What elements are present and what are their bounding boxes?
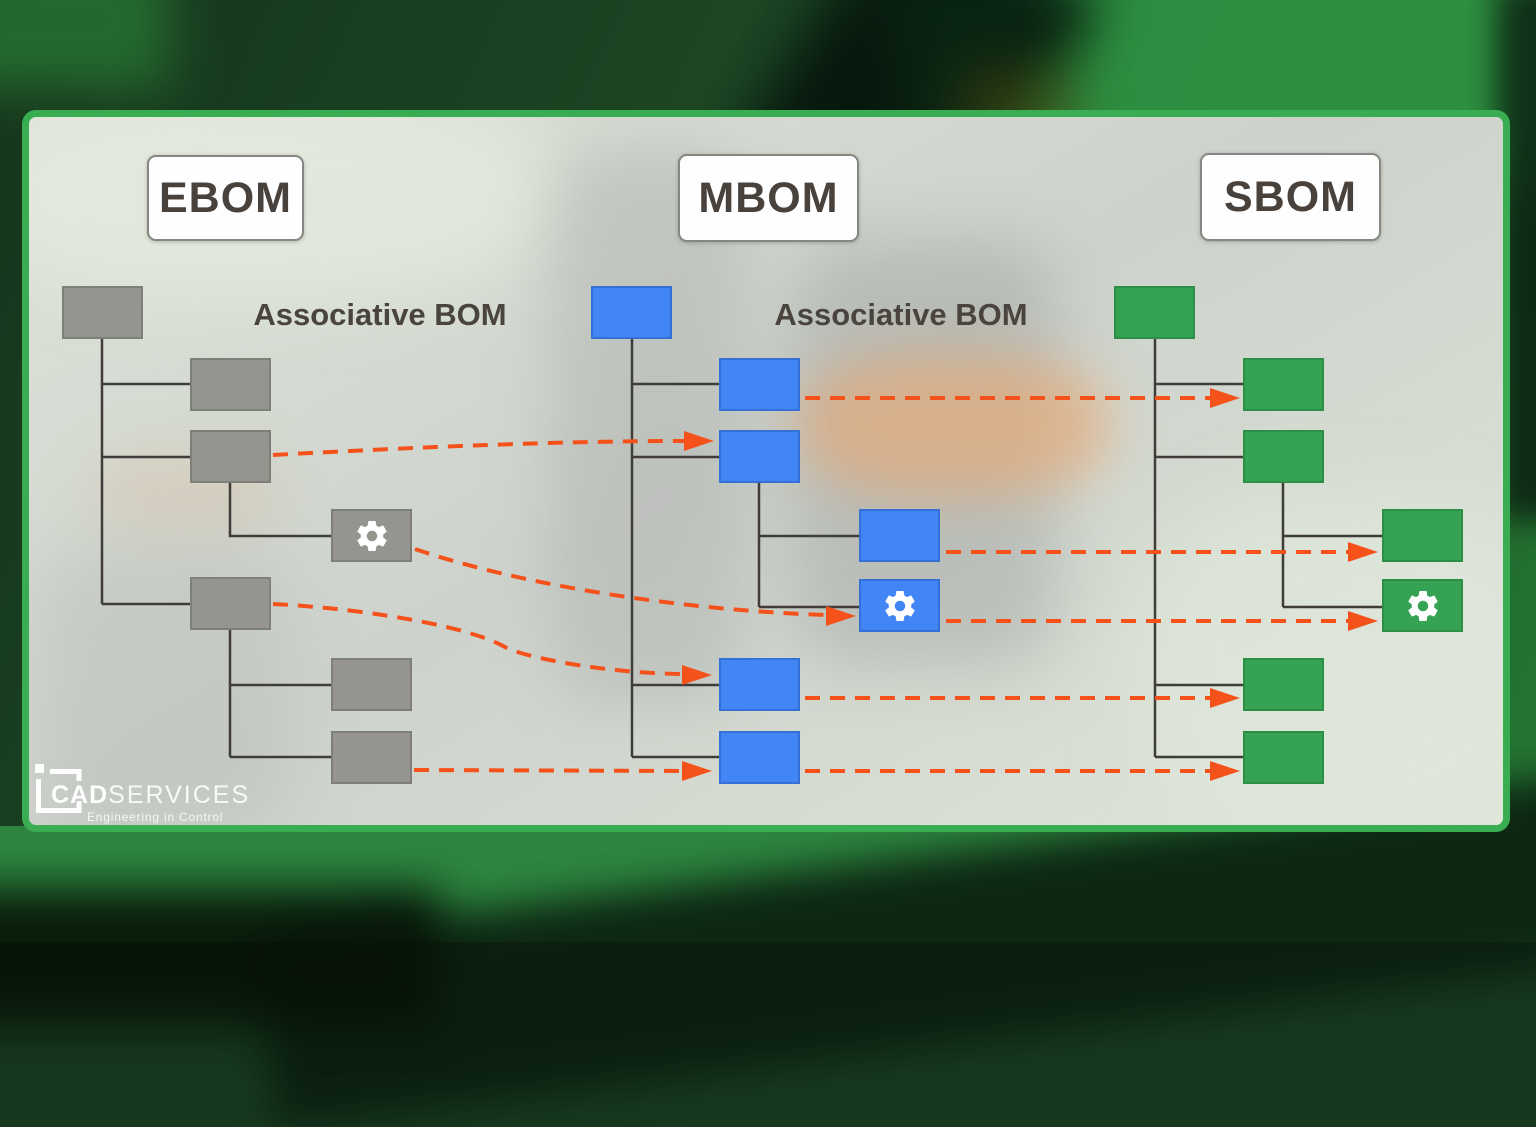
mbom-child-4-node — [719, 731, 800, 784]
mbom-child-3-node — [719, 658, 800, 711]
sbom-child-3-node — [1243, 658, 1324, 711]
ebom-child-3-node — [190, 577, 271, 630]
gear-icon — [356, 520, 387, 551]
mbom-gear-node — [859, 579, 940, 632]
logo-tagline: Engineering in Control — [87, 810, 224, 824]
background-bottom-dark-corner — [0, 888, 440, 1028]
mbom-header: MBOM — [678, 154, 859, 242]
sbom-child-4-node — [1243, 731, 1324, 784]
mbom-child-2-node — [719, 430, 800, 483]
ebom-child-3a-node — [331, 658, 412, 711]
ebom-header: EBOM — [147, 155, 304, 241]
sbom-child-1-node — [1243, 358, 1324, 411]
ebom-child-2-node — [190, 430, 271, 483]
gear-icon — [884, 590, 915, 621]
panel-blur-orange-machine — [799, 355, 1109, 495]
logo-cad-text: CAD — [51, 781, 109, 809]
ebom-child-1-node — [190, 358, 271, 411]
sbom-sub-1-node — [1382, 509, 1463, 562]
associative-bom-label-right: Associative BOM — [774, 297, 1028, 332]
sbom-root-node — [1114, 286, 1195, 339]
cad-services-logo-icon — [35, 764, 82, 813]
sbom-header: SBOM — [1200, 153, 1381, 241]
background-blur-top-left — [0, 0, 170, 90]
ebom-child-3b-node — [331, 731, 412, 784]
ebom-root-node — [62, 286, 143, 339]
logo-services-text: SERVICES — [108, 781, 251, 809]
ebom-gear-node — [331, 509, 412, 562]
mbom-header-label: MBOM — [698, 173, 839, 222]
mbom-sub-1-node — [859, 509, 940, 562]
gear-icon — [1407, 590, 1438, 621]
sbom-header-label: SBOM — [1224, 172, 1357, 221]
cad-services-logo: CADSERVICES Engineering in Control — [35, 764, 375, 826]
ebom-header-label: EBOM — [159, 173, 292, 222]
mbom-child-1-node — [719, 358, 800, 411]
mbom-root-node — [591, 286, 672, 339]
sbom-gear-node — [1382, 579, 1463, 632]
associative-bom-label-left: Associative BOM — [253, 297, 507, 332]
cad-services-logo-text: CADSERVICES — [51, 781, 250, 810]
sbom-child-2-node — [1243, 430, 1324, 483]
